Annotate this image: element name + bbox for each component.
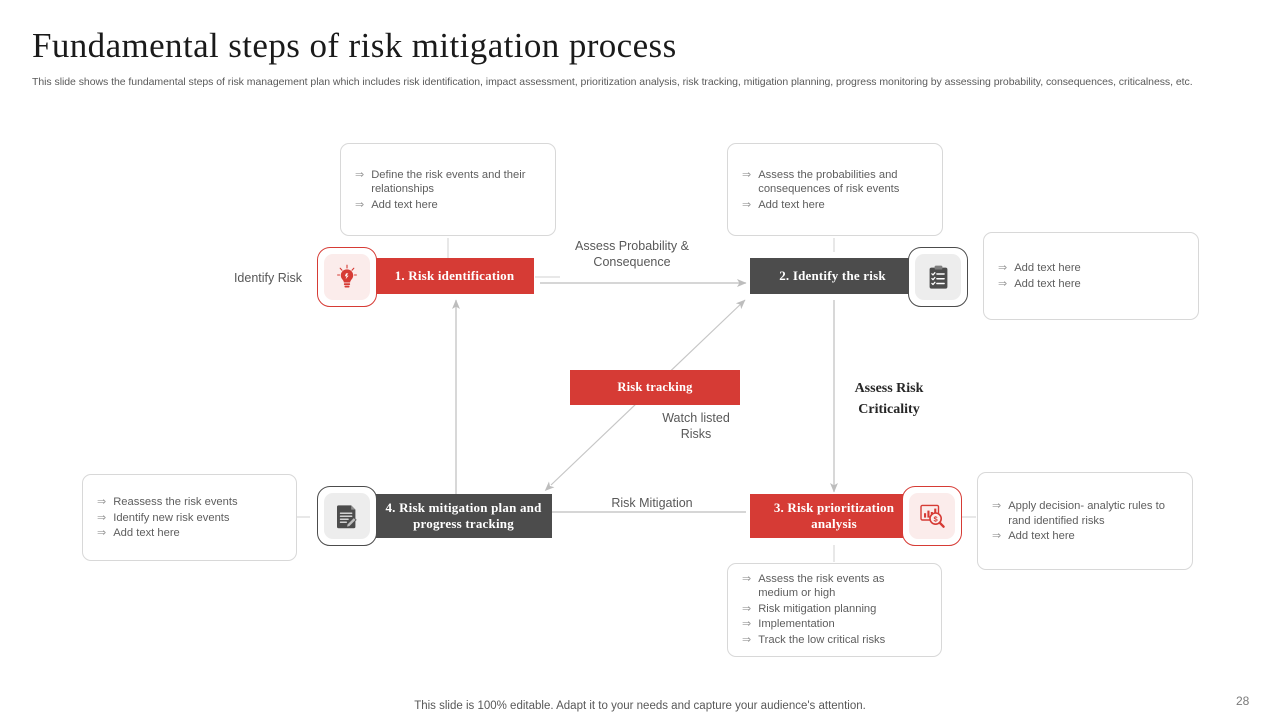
note-line: ⇒ Add text here [97,526,282,541]
note-text: Apply decision- analytic rules to rand i… [1008,500,1165,527]
note-line: ⇒ Add text here [355,198,541,213]
note-top-right: ⇒ Add text here ⇒ Add text here [983,232,1199,320]
arrow-bullet-icon: ⇒ [97,511,107,524]
note-line: ⇒ Apply decision- analytic rules to rand… [992,499,1178,528]
note-text: Add text here [113,527,180,540]
arrow-bullet-icon: ⇒ [742,633,752,646]
note-text: Assess the risk events as medium or high [758,572,885,600]
page-subtitle: This slide shows the fundamental steps o… [32,76,1193,88]
note-text: Add text here [1008,530,1075,543]
note-text: Risk mitigation planning [758,602,877,615]
label-watch-listed-risks: Watch listed Risks [662,411,730,441]
label-risk-mitigation: Risk Mitigation [611,496,693,510]
note-line: ⇒ Identify new risk events [97,511,282,526]
note-top-center: ⇒ Assess the probabilities and consequen… [727,143,943,236]
step-2-bar[interactable]: 2. Identify the risk [750,258,915,294]
step-4-bar[interactable]: 4. Risk mitigation plan and progress tra… [375,494,552,538]
arrow-bullet-icon: ⇒ [97,496,107,509]
arrow-bullet-icon: ⇒ [992,530,1002,543]
note-line: ⇒ Assess the risk events as medium or hi… [742,572,927,601]
arrow-bullet-icon: ⇒ [742,618,752,631]
arrow-bullet-icon: ⇒ [998,278,1008,290]
note-text: Add text here [1014,278,1081,290]
step-4-icon-tile[interactable] [317,486,377,546]
note-text: Assess the probabilities and consequence… [758,168,900,196]
note-bottom-right: ⇒ Apply decision- analytic rules to rand… [977,472,1193,570]
note-text: Reassess the risk events [113,496,238,509]
note-line: ⇒ Track the low critical risks [742,633,927,648]
note-text: Track the low critical risks [758,633,886,646]
risk-tracking-label: Risk tracking [617,380,693,394]
note-text: Add text here [371,198,438,211]
arrow-bullet-icon: ⇒ [742,602,752,615]
note-bottom-center: ⇒ Assess the risk events as medium or hi… [727,563,942,657]
note-line: ⇒ Implementation [742,617,927,632]
note-text: Add text here [758,198,825,211]
note-bottom-left: ⇒ Reassess the risk events ⇒ Identify ne… [82,474,297,561]
lightbulb-icon [324,254,370,300]
arrow-bullet-icon: ⇒ [742,572,752,585]
note-line: ⇒ Add text here [742,198,928,213]
label-identify-risk: Identify Risk [233,271,303,285]
step-3-icon-tile[interactable]: $ [902,486,962,546]
step-3-bar[interactable]: 3. Risk prioritization analysis [750,494,918,538]
arrow-bullet-icon: ⇒ [992,500,1002,513]
svg-text:$: $ [934,514,939,523]
arrow-bullet-icon: ⇒ [355,198,365,211]
chart-magnifier-icon: $ [909,493,955,539]
note-text: Define the risk events and their relatio… [371,168,526,196]
step-2-icon-tile[interactable] [908,247,968,307]
note-top-left: ⇒ Define the risk events and their relat… [340,143,556,236]
note-line: ⇒ Add text here [998,261,1184,276]
note-line: ⇒ Risk mitigation planning [742,602,927,617]
arrow-bullet-icon: ⇒ [998,262,1008,275]
step-4-label: 4. Risk mitigation plan and progress tra… [385,500,542,531]
document-notes-icon [324,493,370,539]
page-title: Fundamental steps of risk mitigation pro… [32,26,677,65]
note-line: ⇒ Define the risk events and their relat… [355,168,541,197]
label-assess-criticality: Assess Risk Criticality [854,381,924,417]
note-text: Add text here [1014,262,1081,275]
arrow-bullet-icon: ⇒ [97,527,107,540]
note-line: ⇒ Add text here [992,529,1178,544]
footer-note: This slide is 100% editable. Adapt it to… [414,700,866,712]
risk-tracking-box[interactable]: Risk tracking [570,370,740,405]
step-1-bar[interactable]: 1. Risk identification [375,258,534,294]
note-line: ⇒ Assess the probabilities and consequen… [742,168,928,197]
note-line: ⇒ Add text here [998,277,1184,292]
page-number: 28 [1236,694,1250,708]
arrow-bullet-icon: ⇒ [742,198,752,211]
step-3-label: 3. Risk prioritization analysis [773,500,895,531]
step-2-label: 2. Identify the risk [779,268,886,283]
step-1-label: 1. Risk identification [394,268,515,283]
note-line: ⇒ Reassess the risk events [97,495,282,510]
note-text: Implementation [758,618,835,631]
note-text: Identify new risk events [113,511,230,524]
clipboard-checklist-icon [915,254,961,300]
arrow-bullet-icon: ⇒ [355,168,365,181]
arrow-bullet-icon: ⇒ [742,168,752,181]
label-assess-probability: Assess Probability & Consequence [575,239,689,269]
step-1-icon-tile[interactable] [317,247,377,307]
